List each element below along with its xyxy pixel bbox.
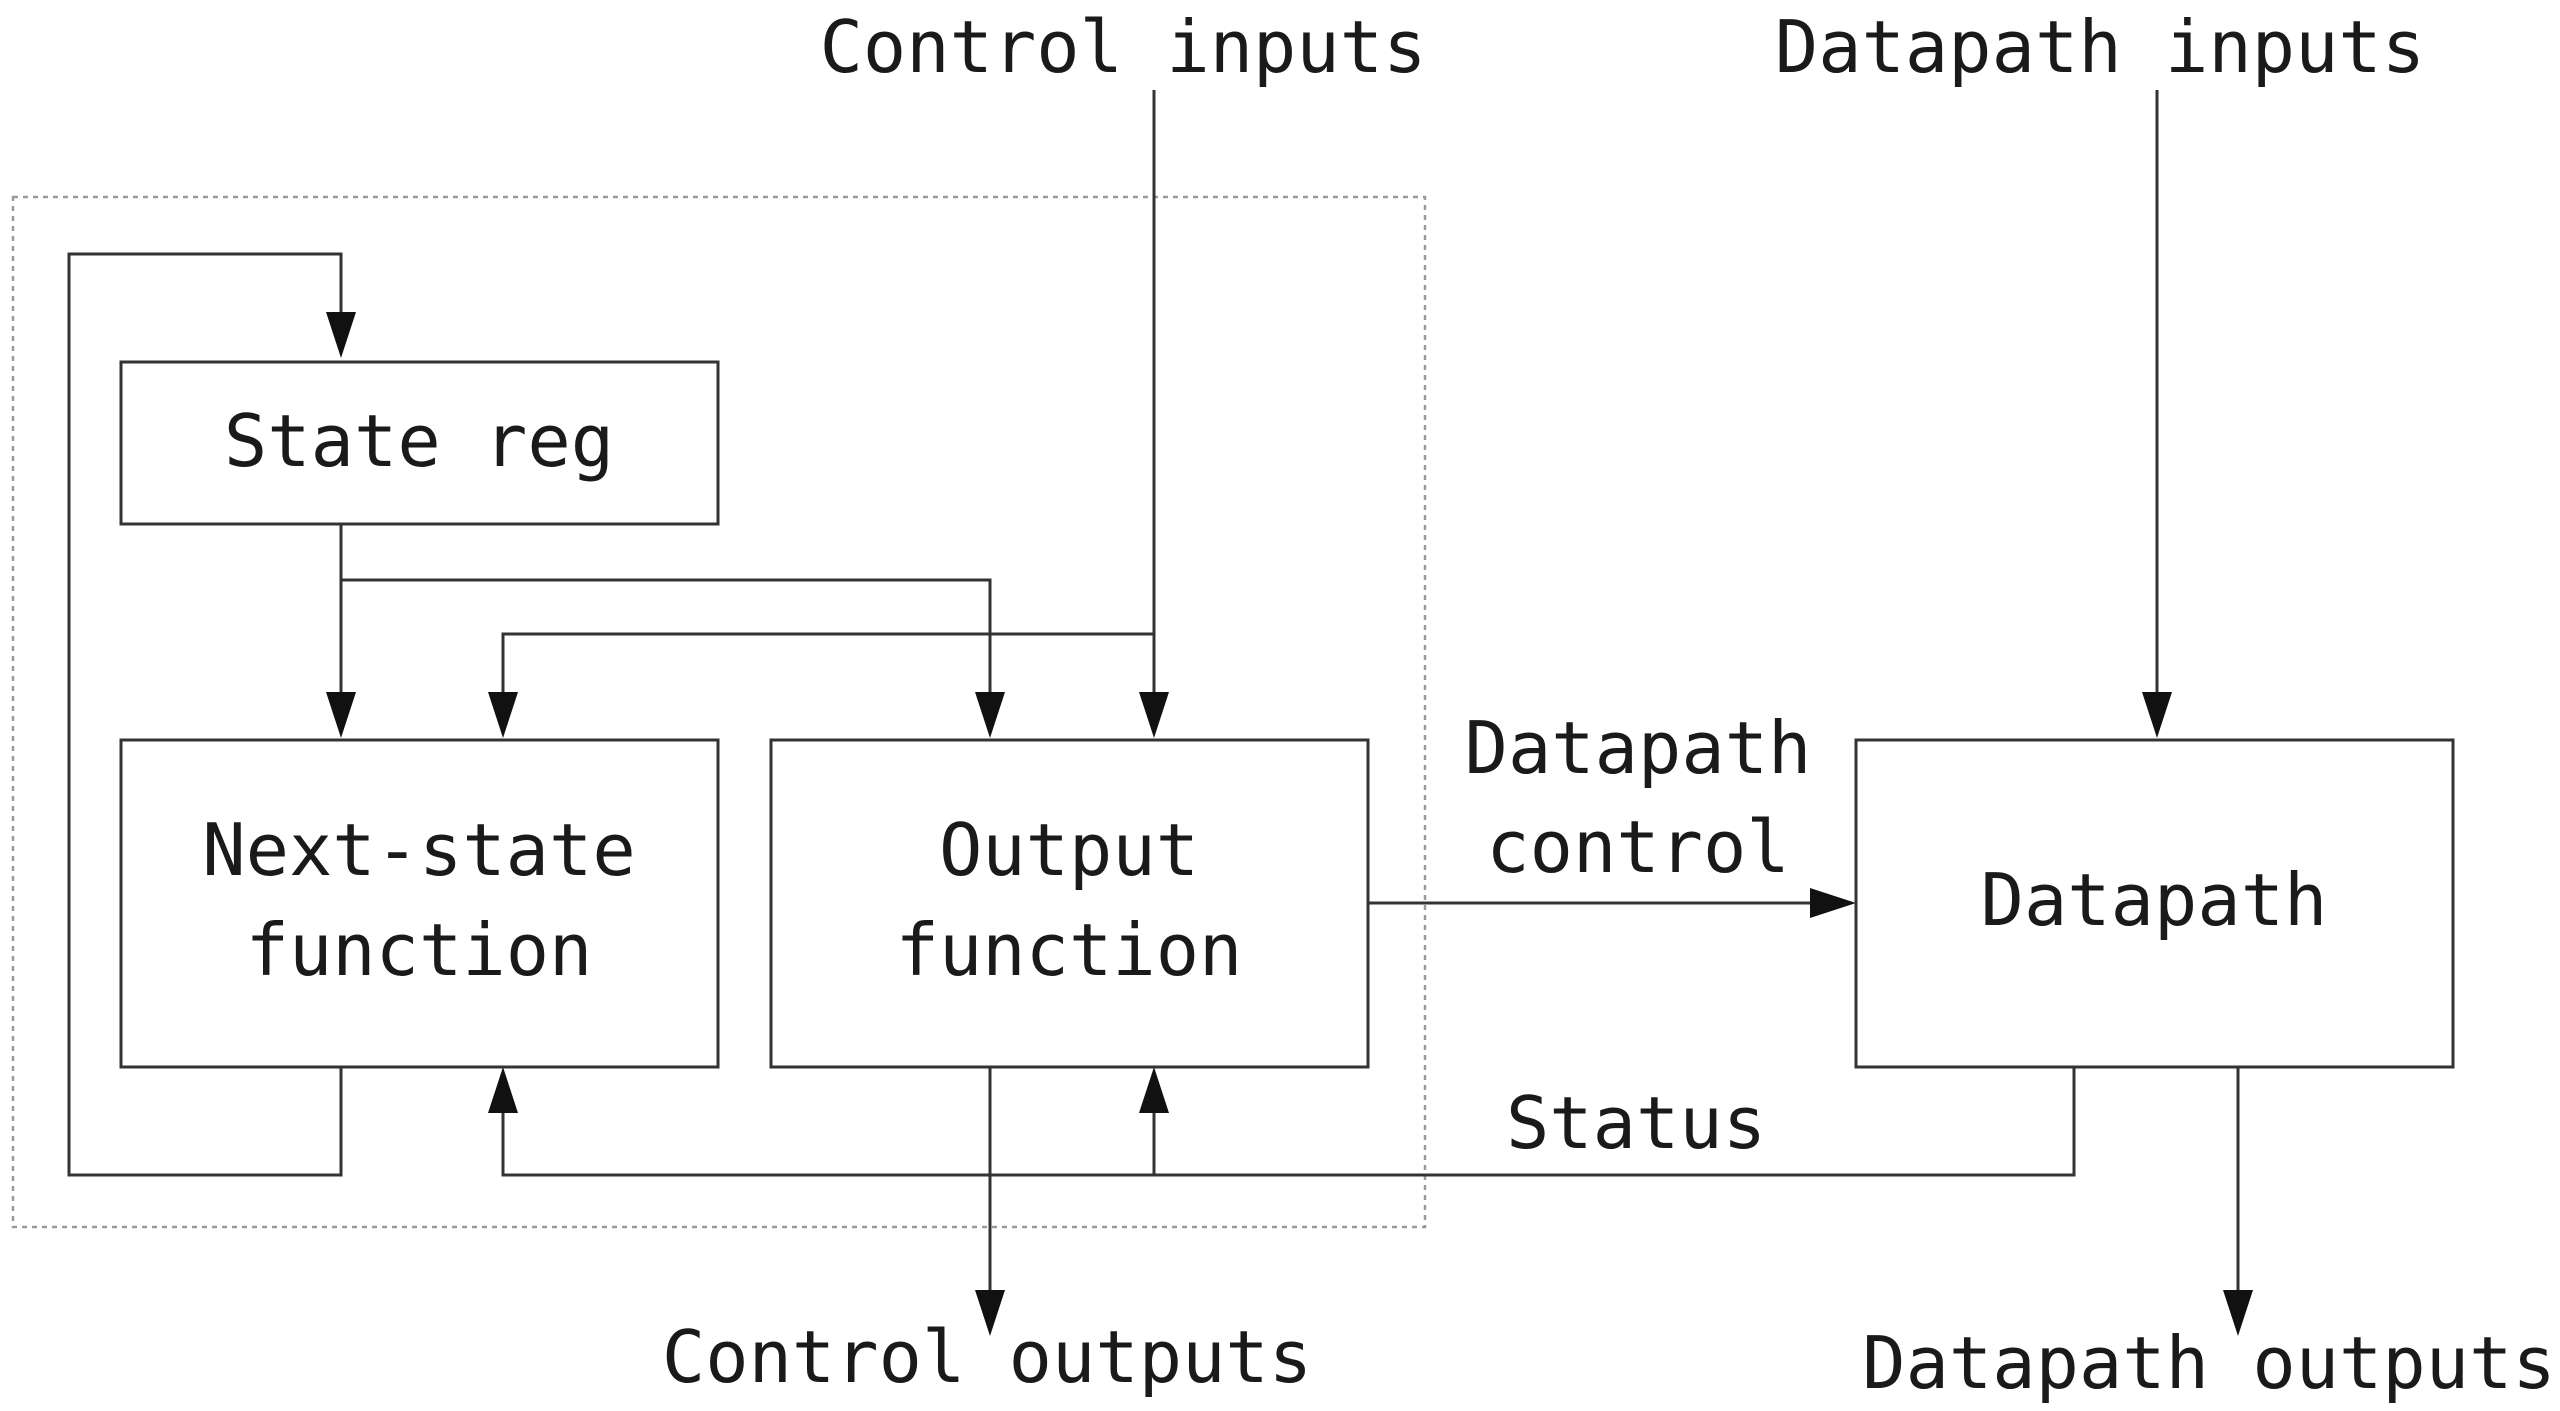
control-inputs-to-next-state-wire — [501, 632, 1154, 692]
output-function-block — [769, 738, 1370, 1069]
state-to-output-arrowhead — [975, 692, 1005, 738]
control-inputs-label: Control inputs — [820, 5, 1427, 89]
state-reg-block — [119, 360, 720, 526]
state-reg-label: State reg — [224, 399, 614, 483]
datapath-control-label-line2: control — [1486, 805, 1789, 889]
status-label: Status — [1506, 1081, 1766, 1165]
datapath-block — [1854, 738, 2455, 1069]
state-reg-input-arrowhead — [326, 312, 356, 358]
controller-boundary — [11, 195, 1427, 1229]
datapath-outputs-label: Datapath outputs — [1862, 1321, 2556, 1405]
datapath-control-label-line1: Datapath — [1465, 706, 1812, 790]
state-to-next-state-arrowhead — [326, 692, 356, 738]
output-label-line1: Output — [939, 808, 1199, 892]
control-inputs-to-output-arrowhead — [1139, 692, 1169, 738]
next-state-label-line1: Next-state — [202, 808, 635, 892]
datapath-inputs-arrowhead — [2142, 692, 2172, 738]
state-reg-to-output-wire — [341, 578, 992, 692]
control-inputs-to-next-state-arrowhead — [488, 692, 518, 738]
status-to-output-arrowhead — [1139, 1067, 1169, 1113]
datapath-outputs-arrowhead — [2223, 1290, 2253, 1336]
datapath-inputs-label: Datapath inputs — [1775, 5, 2425, 89]
next-state-function-block — [119, 738, 720, 1069]
control-outputs-label: Control outputs — [662, 1315, 1312, 1399]
control-outputs-arrowhead — [975, 1290, 1005, 1336]
status-wire — [501, 1067, 2076, 1177]
next-state-feedback-wire — [67, 252, 343, 1177]
datapath-block-label: Datapath — [1981, 858, 2328, 942]
datapath-control-arrowhead — [1810, 888, 1856, 918]
status-to-next-state-arrowhead — [488, 1067, 518, 1113]
next-state-label-line2: function — [246, 908, 593, 992]
output-label-line2: function — [896, 908, 1243, 992]
